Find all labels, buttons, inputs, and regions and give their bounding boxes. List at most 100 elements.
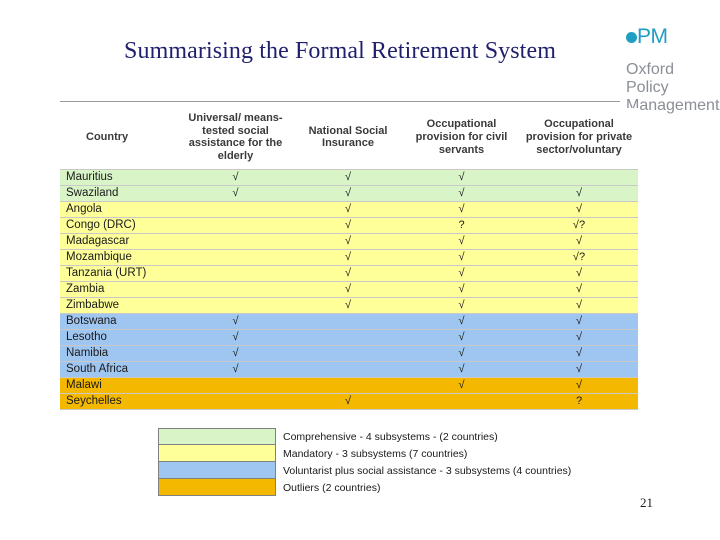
legend: Comprehensive - 4 subsystems - (2 countr… — [158, 428, 588, 496]
table-row: Zimbabwe√√√ — [60, 296, 638, 314]
cell-mark — [178, 248, 293, 266]
cell-mark — [293, 312, 403, 330]
table-row: Botswana√√√ — [60, 312, 638, 330]
column-header-private-voluntary: Occupational provision for private secto… — [520, 108, 638, 170]
cell-country: Swaziland — [60, 184, 178, 202]
cell-mark: ? — [520, 392, 638, 409]
table-row: South Africa√√√ — [60, 360, 638, 378]
page-title: Summarising the Formal Retirement System — [124, 38, 556, 64]
cell-mark: √ — [403, 360, 520, 378]
cell-mark — [293, 328, 403, 346]
cell-mark: √ — [293, 280, 403, 298]
cell-mark — [178, 376, 293, 394]
logo-line-management: Management — [626, 97, 720, 114]
cell-mark: √ — [293, 248, 403, 266]
cell-mark: √ — [520, 200, 638, 218]
legend-row: Mandatory - 3 subsystems (7 countries) — [158, 445, 588, 462]
logo-pm-text: PM — [637, 25, 668, 48]
cell-mark: √ — [293, 296, 403, 314]
legend-label: Comprehensive - 4 subsystems - (2 countr… — [283, 430, 498, 443]
table-row: Mauritius√√√ — [60, 168, 638, 186]
cell-country: Angola — [60, 200, 178, 218]
cell-country: Malawi — [60, 376, 178, 394]
cell-country: Seychelles — [60, 392, 178, 409]
cell-mark: √ — [403, 328, 520, 346]
cell-mark: √ — [403, 280, 520, 298]
cell-country: Mozambique — [60, 248, 178, 266]
cell-mark — [403, 392, 520, 409]
cell-country: Congo (DRC) — [60, 216, 178, 234]
cell-mark — [178, 264, 293, 282]
cell-mark: √ — [403, 376, 520, 394]
cell-country: Namibia — [60, 344, 178, 362]
column-header-social-assistance: Universal/ means-tested social assistanc… — [178, 108, 293, 170]
cell-country: Tanzania (URT) — [60, 264, 178, 282]
cell-mark: √ — [520, 184, 638, 202]
cell-mark: √ — [403, 232, 520, 250]
cell-mark: √ — [403, 168, 520, 186]
cell-country: Lesotho — [60, 328, 178, 346]
cell-mark: √ — [293, 168, 403, 186]
table-row: Lesotho√√√ — [60, 328, 638, 346]
cell-mark: √ — [293, 200, 403, 218]
cell-mark — [293, 344, 403, 362]
cell-mark: √ — [403, 248, 520, 266]
cell-mark: √ — [520, 344, 638, 362]
cell-mark — [520, 168, 638, 186]
cell-country: Mauritius — [60, 168, 178, 186]
table-row: Tanzania (URT)√√√ — [60, 264, 638, 282]
cell-mark — [178, 296, 293, 314]
legend-swatch — [158, 445, 276, 462]
cell-mark — [178, 232, 293, 250]
table-row: Madagascar√√√ — [60, 232, 638, 250]
legend-label: Mandatory - 3 subsystems (7 countries) — [283, 447, 468, 460]
cell-mark: √ — [403, 184, 520, 202]
header-divider — [60, 101, 620, 102]
cell-mark: √ — [520, 264, 638, 282]
column-header-country: Country — [60, 108, 178, 170]
cell-mark: √ — [293, 216, 403, 234]
cell-mark: √ — [403, 312, 520, 330]
cell-mark: ? — [403, 216, 520, 234]
cell-mark: √ — [520, 328, 638, 346]
legend-row: Outliers (2 countries) — [158, 479, 588, 496]
table-row: Seychelles√? — [60, 392, 638, 409]
cell-mark: √ — [178, 328, 293, 346]
cell-mark: √ — [403, 296, 520, 314]
table-bottom-border — [60, 408, 638, 410]
cell-mark: √ — [178, 184, 293, 202]
cell-mark — [293, 360, 403, 378]
cell-mark: √ — [520, 280, 638, 298]
legend-label: Voluntarist plus social assistance - 3 s… — [283, 464, 572, 477]
cell-country: Zambia — [60, 280, 178, 298]
cell-country: South Africa — [60, 360, 178, 378]
cell-mark: √ — [520, 296, 638, 314]
cell-mark: √ — [403, 264, 520, 282]
cell-country: Botswana — [60, 312, 178, 330]
cell-mark: √? — [520, 216, 638, 234]
cell-mark: √ — [293, 264, 403, 282]
logo-dot-icon — [626, 32, 637, 43]
legend-row: Voluntarist plus social assistance - 3 s… — [158, 462, 588, 479]
table-row: Angola√√√ — [60, 200, 638, 218]
legend-label: Outliers (2 countries) — [283, 481, 381, 494]
cell-mark: √ — [520, 232, 638, 250]
cell-mark: √ — [403, 200, 520, 218]
opm-logo: PM Oxford Policy Management — [622, 18, 720, 114]
cell-mark: √? — [520, 248, 638, 266]
retirement-system-table: Country Universal/ means-tested social a… — [60, 108, 638, 410]
cell-mark: √ — [178, 168, 293, 186]
legend-swatch — [158, 428, 276, 445]
table-row: Swaziland√√√√ — [60, 184, 638, 202]
cell-mark: √ — [178, 360, 293, 378]
cell-mark — [178, 280, 293, 298]
cell-mark: √ — [520, 360, 638, 378]
legend-row: Comprehensive - 4 subsystems - (2 countr… — [158, 428, 588, 445]
column-header-civil-servants: Occupational provision for civil servant… — [403, 108, 520, 170]
legend-swatch — [158, 479, 276, 496]
cell-mark — [178, 392, 293, 409]
table-row: Mozambique√√√? — [60, 248, 638, 266]
cell-mark — [178, 200, 293, 218]
cell-mark: √ — [403, 344, 520, 362]
legend-swatch — [158, 462, 276, 479]
